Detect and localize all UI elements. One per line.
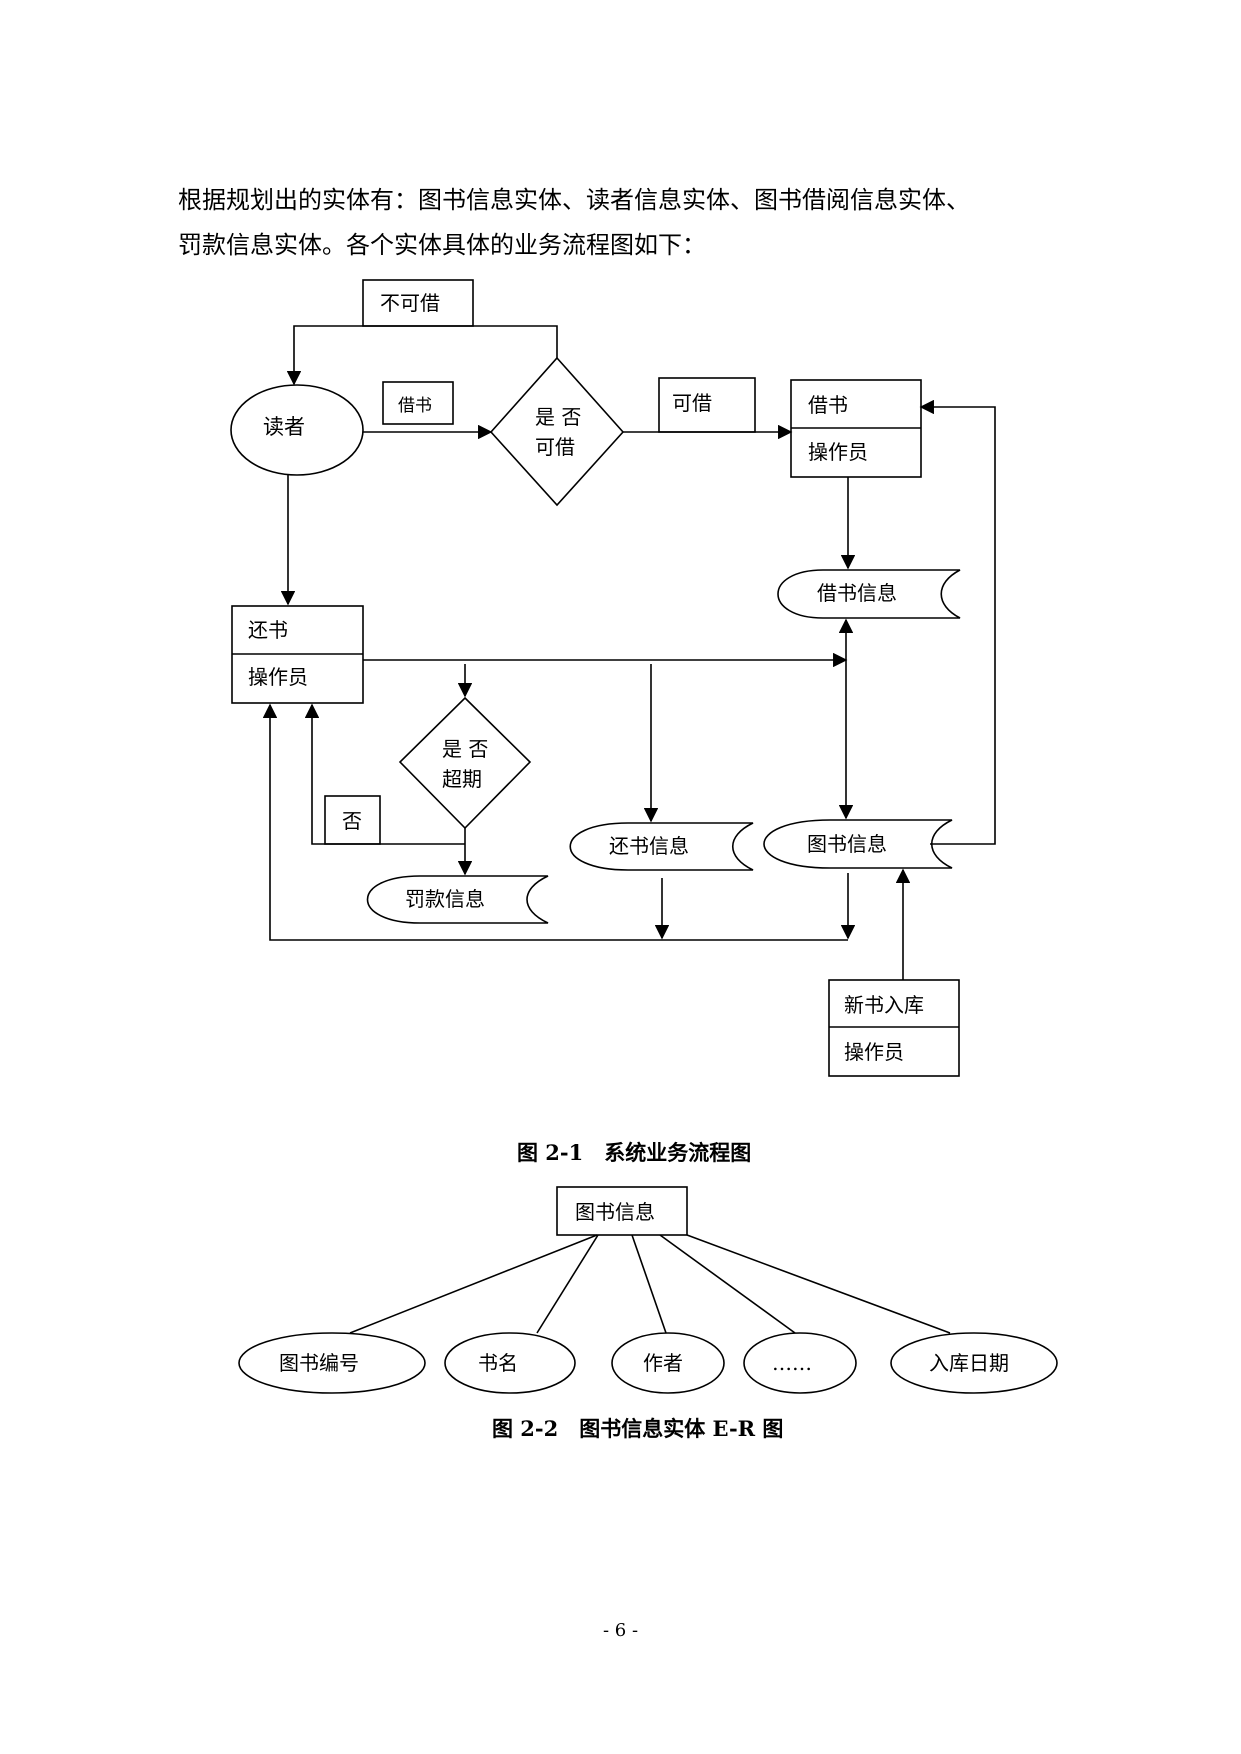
- fine-info-text: 罚款信息: [405, 887, 485, 911]
- er-entity-box: [556, 1186, 688, 1236]
- er-attr-ellipse: [444, 1332, 576, 1394]
- borrow-info-text: 借书信息: [817, 581, 897, 605]
- book-info-store: [763, 819, 953, 869]
- er-attr-text: 入库日期: [929, 1351, 1009, 1375]
- er-entity-text: 图书信息: [575, 1200, 655, 1224]
- new-book-role: 操作员: [844, 1040, 904, 1064]
- er-attr-text: 书名: [478, 1351, 518, 1375]
- not-borrowable-text: 不可借: [380, 291, 440, 315]
- er-attr-text: 图书编号: [279, 1351, 359, 1375]
- page-number: - 6 -: [602, 1620, 639, 1641]
- er-attr-ellipse: [743, 1332, 857, 1394]
- overdue-decision: [398, 696, 532, 830]
- overdue-no-path: [304, 703, 465, 845]
- bottom-return-path: [262, 703, 848, 941]
- borrowable-text: 可借: [672, 391, 712, 415]
- er-attr-ellipse: [890, 1332, 1058, 1394]
- borrow-box-role: 操作员: [808, 440, 868, 464]
- new-book-operator-box: [828, 979, 960, 1077]
- borrow-label-box: [382, 381, 454, 425]
- book-info-to-borrow-path: [919, 399, 996, 845]
- er-attr-ellipse: [611, 1332, 725, 1394]
- intro-line-1: 根据规划出的实体有：图书信息实体、读者信息实体、图书借阅信息实体、: [178, 186, 970, 214]
- er-attr-text: ……: [772, 1351, 812, 1375]
- er-attr-text: 作者: [643, 1351, 683, 1375]
- decision-borrow-line1: 是 否: [535, 405, 581, 429]
- borrowable-decision: [489, 356, 625, 507]
- return-info-text: 还书信息: [609, 834, 689, 858]
- decision-borrow-line2: 可借: [535, 435, 575, 459]
- book-info-text: 图书信息: [807, 832, 887, 856]
- return-box-title: 还书: [248, 618, 288, 642]
- not-borrowable-path: [286, 325, 558, 386]
- return-box-role: 操作员: [248, 665, 308, 689]
- figure2-caption: 图 2-2 图书信息实体 E-R 图: [492, 1416, 783, 1441]
- fine-info-store: [366, 875, 549, 924]
- new-book-title: 新书入库: [844, 993, 924, 1017]
- intro-line-2: 罚款信息实体。各个实体具体的业务流程图如下：: [178, 231, 706, 259]
- figure1-caption: 图 2-1 系统业务流程图: [517, 1140, 751, 1165]
- return-info-store: [569, 822, 754, 871]
- decision-overdue-line2: 超期: [442, 767, 482, 791]
- decision-overdue-line1: 是 否: [442, 737, 488, 761]
- borrow-box-title: 借书: [808, 393, 848, 417]
- borrow-info-store: [777, 569, 961, 619]
- er-attr-ellipse: [238, 1332, 426, 1394]
- no-label-text: 否: [342, 809, 362, 833]
- borrow-label-text: 借书: [398, 396, 432, 416]
- reader-text: 读者: [263, 415, 305, 439]
